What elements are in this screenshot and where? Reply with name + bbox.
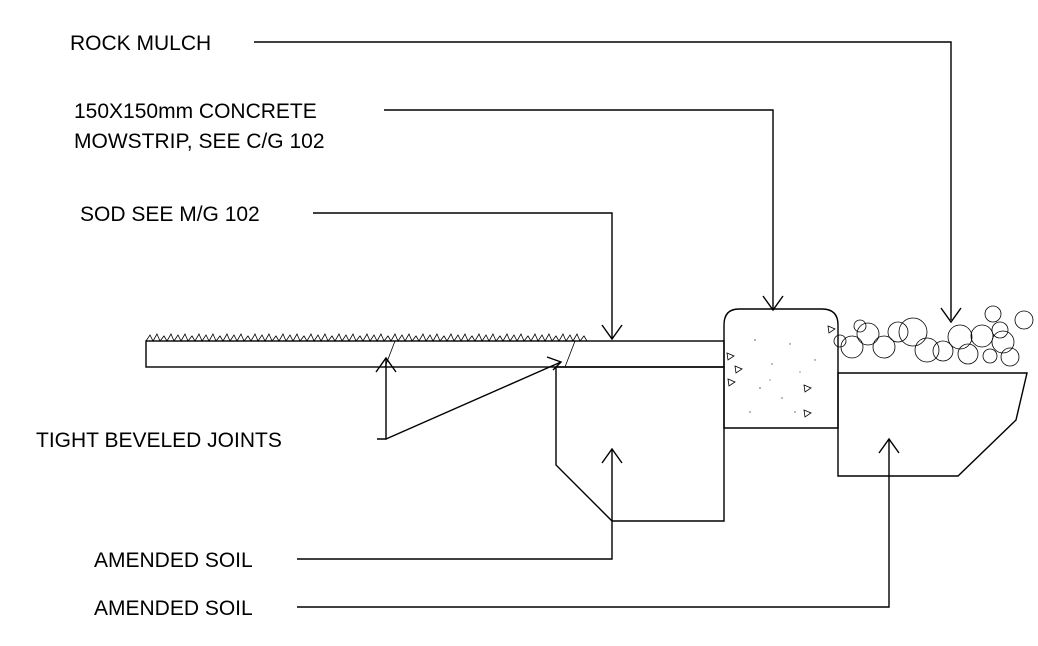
label-mowstrip-line2: MOWSTRIP, SEE C/G 102 xyxy=(74,130,325,153)
amended-soil-left xyxy=(555,366,725,522)
label-joints: TIGHT BEVELED JOINTS xyxy=(36,429,282,452)
label-amended-soil-2: AMENDED SOIL xyxy=(94,597,253,620)
label-amended-soil-1: AMENDED SOIL xyxy=(94,549,253,572)
label-rock-mulch: ROCK MULCH xyxy=(70,32,211,55)
sod-layer xyxy=(145,333,725,368)
label-sod: SOD SEE M/G 102 xyxy=(80,203,260,226)
amended-soil-right xyxy=(837,372,1028,477)
leader-lines xyxy=(254,41,962,608)
concrete-mowstrip xyxy=(723,308,839,429)
rock-mulch-layer xyxy=(833,305,1034,367)
label-mowstrip-line1: 150X150mm CONCRETE xyxy=(74,100,317,123)
